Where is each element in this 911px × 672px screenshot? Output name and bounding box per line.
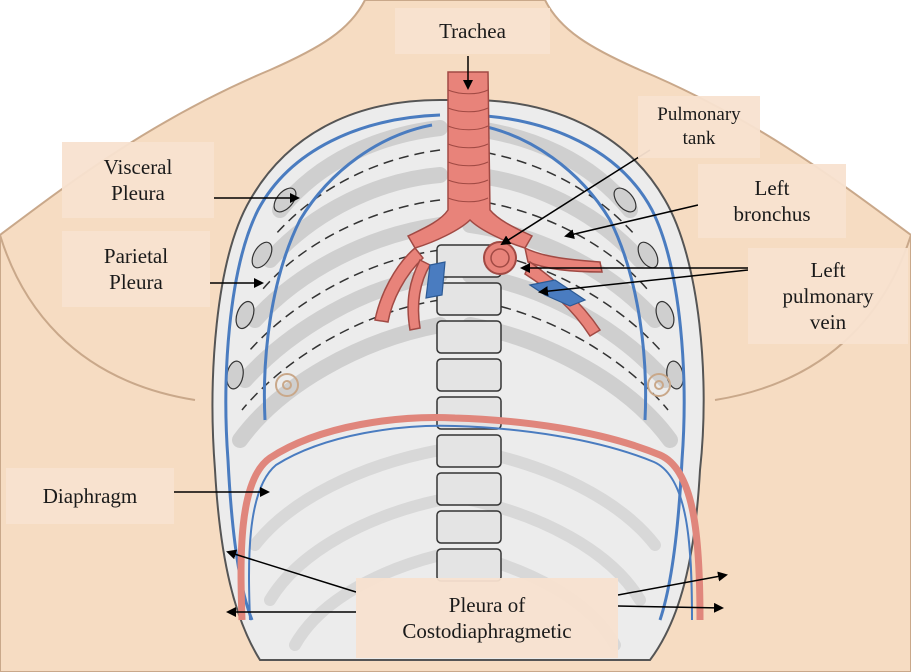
- label-left-bronchus-line1: Left: [755, 175, 790, 201]
- label-parietal-line1: Parietal: [104, 243, 168, 269]
- label-pulmonary-tank-line1: Pulmonary: [657, 103, 740, 127]
- label-parietal-line2: Pleura: [109, 269, 163, 295]
- label-costodiaphragmatic-pleura: Pleura of Costodiaphragmetic: [356, 578, 618, 658]
- label-costo-line1: Pleura of: [449, 592, 525, 618]
- label-parietal-pleura: Parietal Pleura: [62, 231, 210, 307]
- label-visceral-pleura: Visceral Pleura: [62, 142, 214, 218]
- label-left-vein-line2: pulmonary: [783, 283, 874, 309]
- label-costo-line2: Costodiaphragmetic: [402, 618, 571, 644]
- spine: [437, 245, 501, 581]
- label-left-bronchus: Left bronchus: [698, 164, 846, 238]
- label-trachea-text: Trachea: [439, 18, 506, 44]
- label-left-vein-line1: Left: [811, 257, 846, 283]
- label-pulmonary-tank: Pulmonary tank: [638, 96, 760, 158]
- label-visceral-line2: Pleura: [111, 180, 165, 206]
- label-trachea: Trachea: [395, 8, 550, 54]
- label-diaphragm: Diaphragm: [6, 468, 174, 524]
- pulmonary-tank: [484, 242, 516, 274]
- label-left-pulmonary-vein: Left pulmonary vein: [748, 248, 908, 344]
- label-left-bronchus-line2: bronchus: [734, 201, 811, 227]
- label-visceral-line1: Visceral: [104, 154, 173, 180]
- label-diaphragm-text: Diaphragm: [43, 483, 137, 509]
- label-pulmonary-tank-line2: tank: [683, 127, 716, 151]
- label-left-vein-line3: vein: [810, 309, 846, 335]
